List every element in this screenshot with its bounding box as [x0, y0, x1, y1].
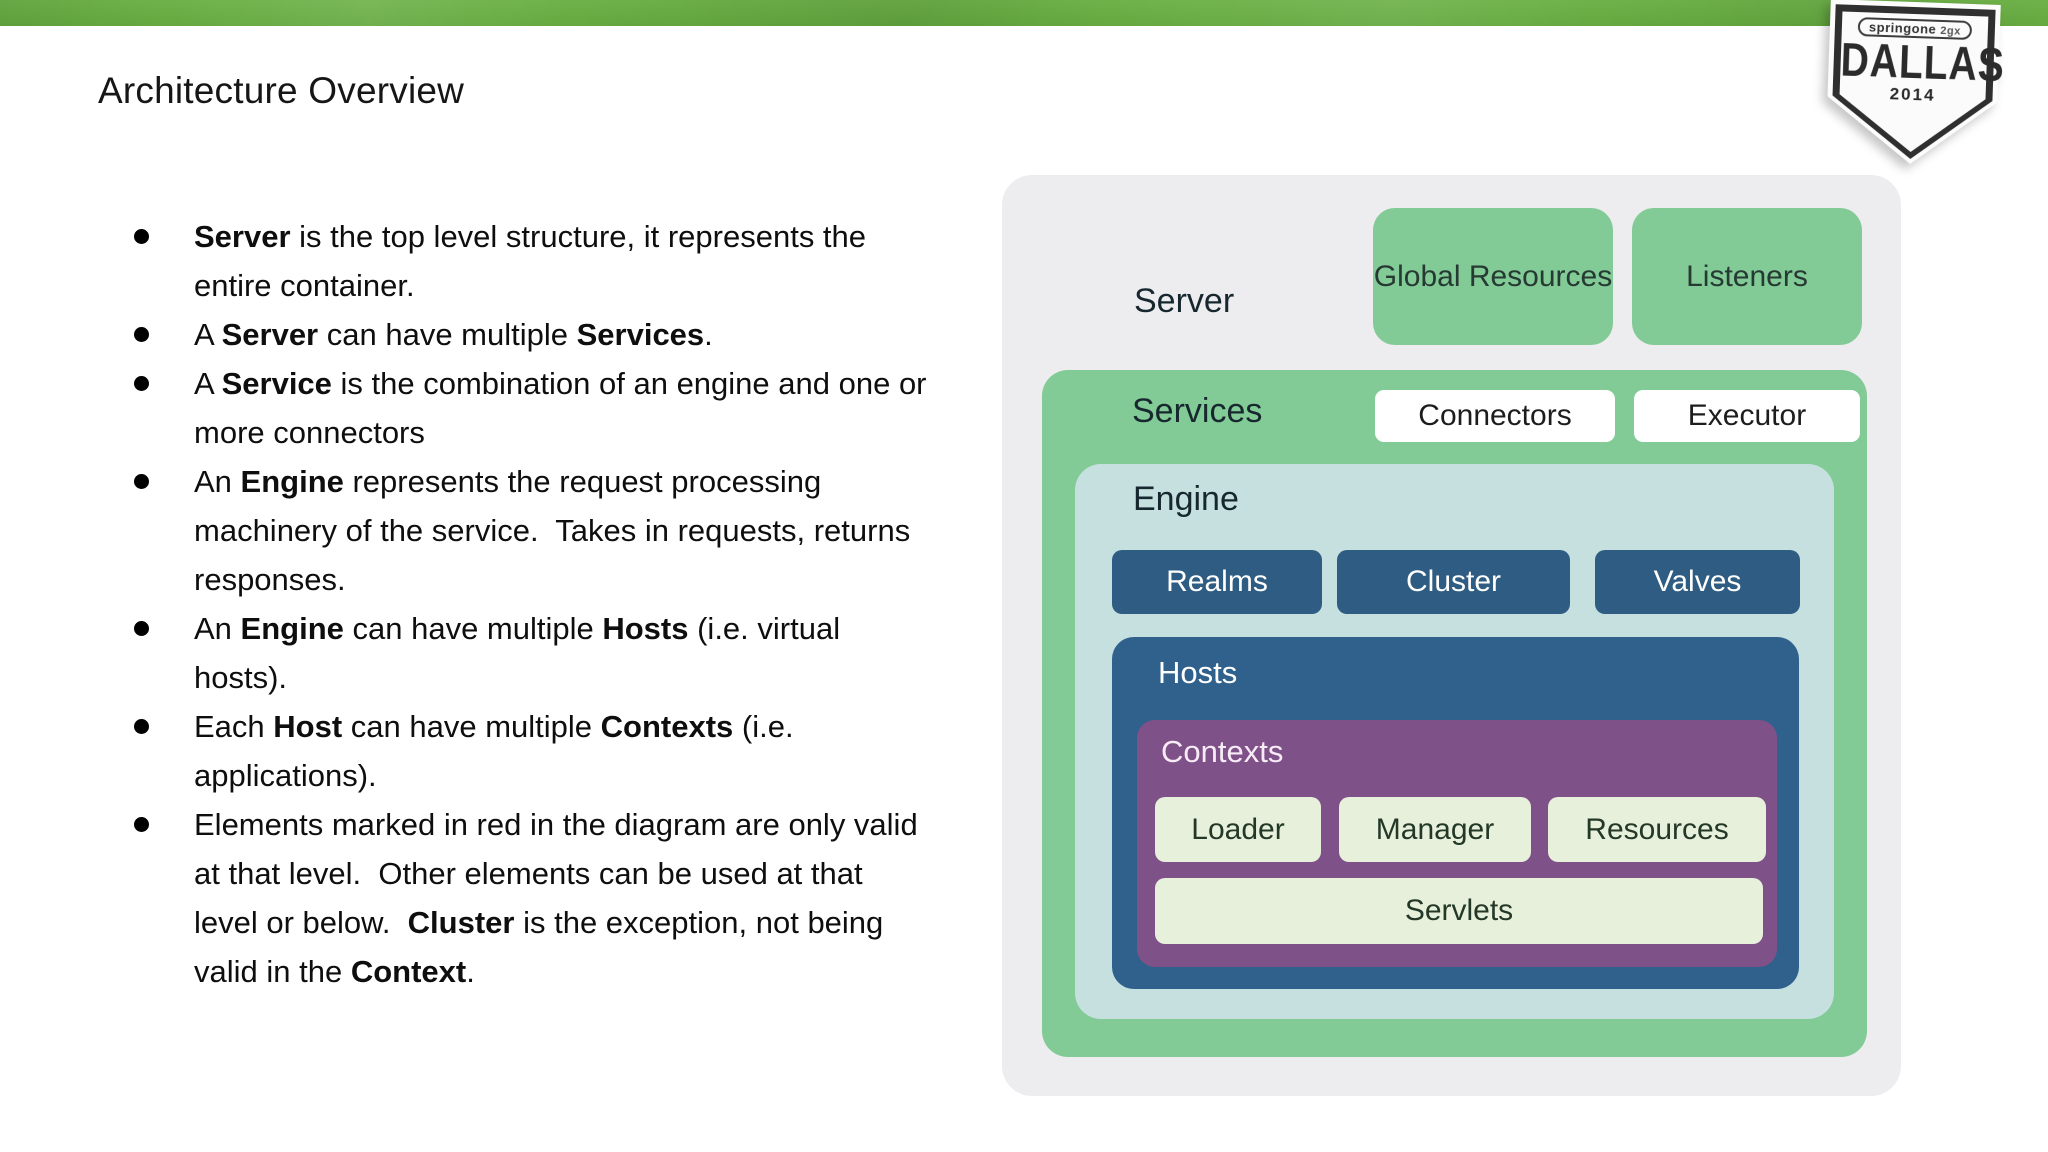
engine-container: Engine Realms Cluster Valves Hosts Conte…: [1075, 464, 1834, 1019]
loader-box: Loader: [1155, 797, 1321, 862]
contexts-label: Contexts: [1161, 734, 1284, 769]
realms-box: Realms: [1112, 550, 1322, 614]
contexts-container: Contexts Loader Manager Resources Servle…: [1137, 720, 1777, 967]
executor-box: Executor: [1634, 390, 1860, 442]
bullet-item: A Service is the combination of an engin…: [130, 359, 930, 457]
badge-city: DALLAS: [1839, 33, 2006, 92]
hosts-label: Hosts: [1158, 655, 1238, 690]
cluster-box: Cluster: [1337, 550, 1570, 614]
springone-dallas-2014-badge: springone 2gx DALLAS 2014: [1825, 0, 2006, 167]
server-label: Server: [1134, 282, 1235, 320]
page-title: Architecture Overview: [98, 70, 465, 111]
badge-brand-suffix: 2gx: [1940, 24, 1961, 38]
resources-box: Resources: [1548, 797, 1766, 862]
bullet-item: Each Host can have multiple Contexts (i.…: [130, 702, 930, 800]
services-container: Services Connectors Executor Engine Real…: [1042, 370, 1867, 1057]
connectors-box: Connectors: [1375, 390, 1615, 442]
manager-box: Manager: [1339, 797, 1531, 862]
architecture-diagram: Server Global Resources Listeners Servic…: [1002, 175, 1901, 1096]
slide-header-bar: [0, 0, 2048, 26]
services-label: Services: [1132, 392, 1263, 430]
bullet-item: A Server can have multiple Services.: [130, 310, 930, 359]
listeners-box: Listeners: [1632, 208, 1862, 345]
bullet-item: Server is the top level structure, it re…: [130, 212, 930, 310]
bullet-list: Server is the top level structure, it re…: [130, 212, 930, 996]
bullet-item: An Engine represents the request process…: [130, 457, 930, 604]
hosts-container: Hosts Contexts Loader Manager Resources …: [1112, 637, 1799, 989]
badge-content: springone 2gx DALLAS 2014: [1839, 11, 2006, 107]
bullet-item: An Engine can have multiple Hosts (i.e. …: [130, 604, 930, 702]
bullet-item: Elements marked in red in the diagram ar…: [130, 800, 930, 996]
global-resources-box: Global Resources: [1373, 208, 1613, 345]
servlets-box: Servlets: [1155, 878, 1763, 944]
engine-label: Engine: [1133, 480, 1239, 518]
valves-box: Valves: [1595, 550, 1800, 614]
